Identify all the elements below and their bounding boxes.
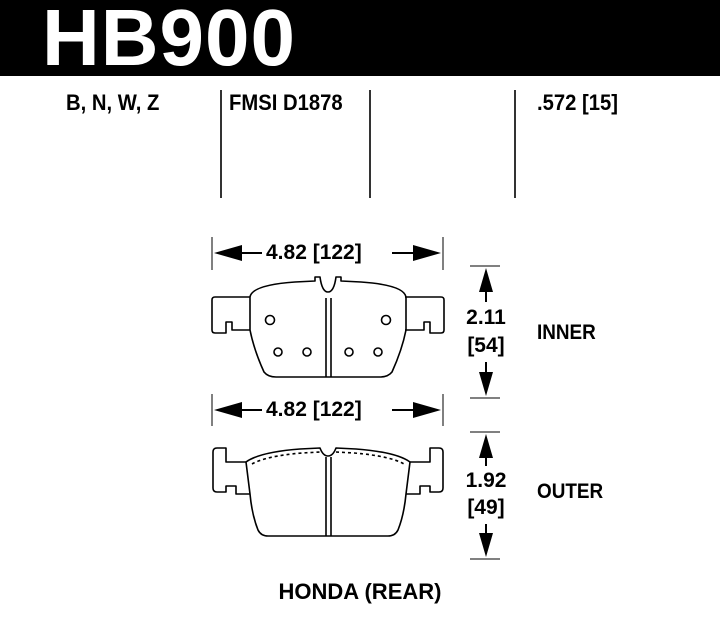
part-number: HB900: [42, 0, 297, 82]
column-divider: [220, 90, 222, 198]
outer-height-inches: 1.92: [459, 468, 513, 494]
inner-height-dimension: [470, 265, 500, 399]
column-divider: [369, 90, 371, 198]
outer-width-dimension: [211, 394, 444, 426]
compound-codes: B, N, W, Z: [66, 90, 160, 115]
outer-height-mm: [49]: [459, 495, 513, 521]
header-bar: HB900: [0, 0, 720, 82]
outer-height-dimension: [470, 431, 500, 560]
inner-height-inches: 2.11: [459, 305, 513, 331]
inner-height-mm: [54]: [459, 333, 513, 359]
inner-width-label: 4.82 [122]: [266, 241, 362, 264]
fmsi-number: FMSI D1878: [229, 90, 343, 115]
pad-thickness: .572 [15]: [537, 90, 619, 115]
outer-width-label: 4.82 [122]: [266, 398, 362, 421]
outer-pad-outline: [212, 447, 444, 537]
inner-pad-outline: [211, 276, 445, 378]
application-label: HONDA (REAR): [278, 579, 442, 604]
inner-width-dimension: [211, 237, 444, 270]
outer-label: OUTER: [537, 480, 604, 503]
inner-label: INNER: [537, 321, 596, 344]
column-divider: [514, 90, 516, 198]
